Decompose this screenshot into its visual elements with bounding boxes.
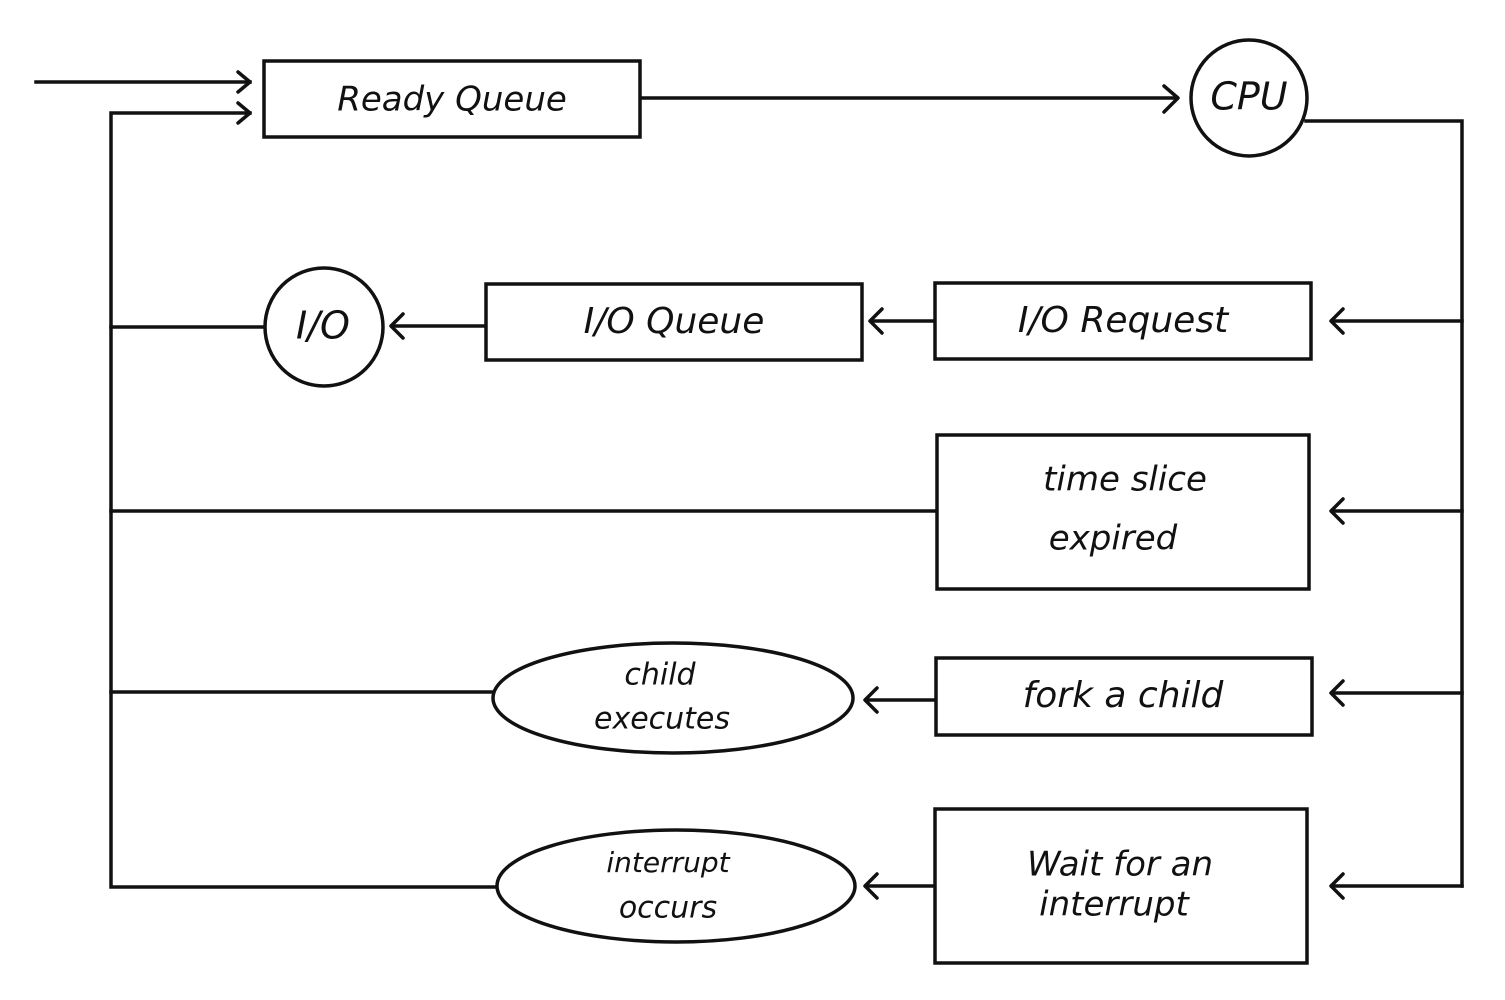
time-slice-node: time slice expired <box>935 433 1311 591</box>
io-device-node: I/O <box>263 266 385 388</box>
return-bus <box>109 111 499 889</box>
arrow-fork <box>1329 679 1345 707</box>
io-queue-label: I/O Queue <box>584 301 765 342</box>
fork-child-box <box>934 656 1314 737</box>
wait-interrupt-label-line2: interrupt <box>1039 885 1190 925</box>
interrupt-occurs-label-line1: interrupt <box>606 846 730 879</box>
fork-child-node: fork a child <box>934 656 1314 737</box>
io-device-circle <box>263 266 385 388</box>
time-slice-label-line2: expired <box>1049 519 1178 559</box>
child-executes-label-line2: executes <box>594 702 730 737</box>
fork-child-label: fork a child <box>1023 675 1225 716</box>
time-slice-box <box>935 433 1311 591</box>
arrow-interrupt <box>863 872 879 900</box>
io-request-box <box>933 281 1313 361</box>
interrupt-occurs-ellipse <box>495 828 857 944</box>
cpu-node: CPU <box>1189 38 1309 158</box>
time-slice-label-line1: time slice <box>1043 460 1207 500</box>
child-executes-node: child executes <box>491 641 855 755</box>
child-executes-ellipse <box>491 641 855 755</box>
arrow-time-slice <box>1329 497 1345 525</box>
interrupt-occurs-label-line2: occurs <box>619 891 717 926</box>
wait-interrupt-box <box>933 807 1309 965</box>
arrow-wait <box>1329 872 1345 900</box>
cpu-circle <box>1189 38 1309 158</box>
io-queue-box <box>484 282 864 362</box>
wait-interrupt-label-line1: Wait for an <box>1027 845 1213 885</box>
arrow-io-queue <box>868 307 884 335</box>
arrow-to-cpu <box>1162 84 1180 114</box>
ready-queue-node: Ready Queue <box>262 59 642 139</box>
arrow-child <box>863 686 879 714</box>
arrow-io-device <box>389 312 405 340</box>
io-queue-node: I/O Queue <box>484 282 864 362</box>
arrow-entry <box>236 70 252 94</box>
io-request-node: I/O Request <box>933 281 1313 361</box>
child-executes-label-line1: child <box>624 658 696 693</box>
cpu-exit-bus <box>1304 119 1464 888</box>
arrowheads <box>236 70 1345 900</box>
io-request-label: I/O Request <box>1018 300 1230 341</box>
ready-queue-label: Ready Queue <box>337 80 567 120</box>
io-device-label: I/O <box>296 304 350 348</box>
wait-interrupt-node: Wait for an interrupt <box>933 807 1309 965</box>
arrow-io-request <box>1329 307 1345 335</box>
cpu-label: CPU <box>1210 75 1287 119</box>
arrow-return <box>236 101 252 125</box>
interrupt-occurs-node: interrupt occurs <box>495 828 857 944</box>
connectors <box>34 80 1464 889</box>
ready-queue-box <box>262 59 642 139</box>
